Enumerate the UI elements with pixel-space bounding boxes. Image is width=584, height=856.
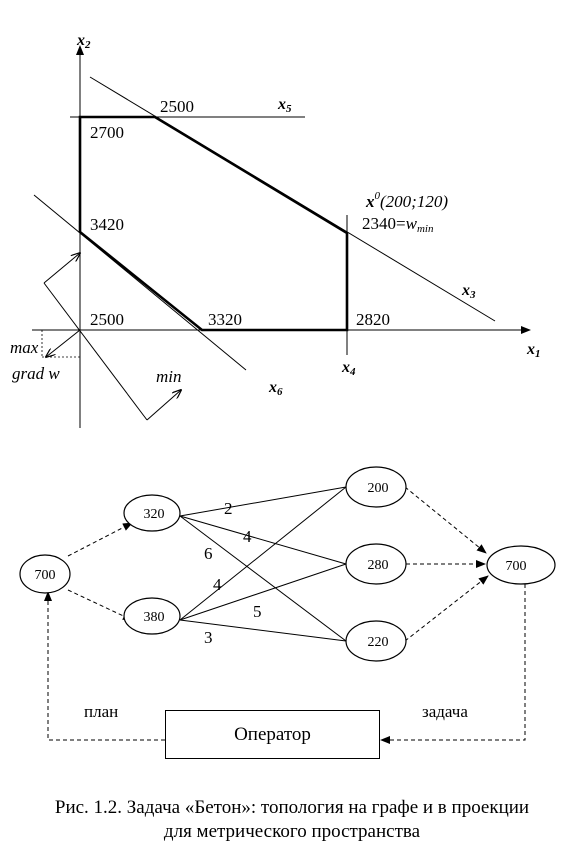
grad-arrow — [46, 329, 81, 357]
optimum-value-label: 2340=wmin — [362, 214, 434, 235]
dashed-edge-700-320 — [67, 522, 133, 557]
objective-line — [43, 282, 148, 421]
edge-320-280 — [179, 515, 347, 565]
transport-graph: 700 320 380 200 280 220 700 2 4 6 4 5 3 … — [19, 466, 556, 744]
edge-weight: 4 — [213, 575, 222, 594]
node-280-label: 280 — [368, 558, 389, 573]
node-280 — [345, 543, 407, 585]
node-sink-label: 700 — [506, 559, 527, 574]
figure-caption-line2: для метрического пространства — [164, 821, 421, 842]
value-3320: 3320 — [208, 310, 242, 329]
value-3420: 3420 — [90, 215, 124, 234]
node-200-label: 200 — [368, 481, 389, 496]
max-direction-arrow — [43, 253, 80, 284]
node-220 — [345, 620, 407, 662]
node-sink — [486, 545, 556, 585]
x3-label: x3 — [461, 282, 476, 301]
value-2820: 2820 — [356, 310, 390, 329]
feedback-sink-to-operator — [380, 584, 526, 744]
plan-label: план — [84, 702, 118, 721]
edge-380-200 — [179, 486, 347, 621]
min-label: min — [156, 367, 182, 386]
x1-axis-label: x1 — [526, 341, 541, 360]
x5-label: x5 — [277, 96, 292, 115]
x2-axis-label: x2 — [76, 32, 91, 51]
feasible-region-plot: x2 x1 x5 x3 x4 x6 2500 2700 3420 2500 33… — [10, 32, 541, 428]
value-2700: 2700 — [90, 123, 124, 142]
node-380-label: 380 — [144, 610, 165, 625]
optimum-point-label: x0(200;120) — [365, 190, 448, 211]
max-label: max — [10, 338, 39, 357]
edge-380-220 — [179, 619, 347, 642]
operator-box: Оператор — [165, 710, 380, 759]
grad-w-label: grad w — [12, 364, 60, 383]
operator-label: Оператор — [234, 723, 311, 745]
edge-320-220 — [179, 515, 347, 642]
node-source — [19, 554, 71, 594]
edge-weight: 6 — [204, 544, 213, 563]
dashed-edge-200-sink — [404, 486, 487, 554]
dashed-edge-700-380 — [67, 589, 133, 621]
edge-weight: 3 — [204, 628, 213, 647]
node-320 — [123, 494, 181, 532]
x6-label: x6 — [268, 379, 283, 398]
feedback-operator-to-source — [44, 591, 165, 741]
value-2500-top: 2500 — [160, 97, 194, 116]
edge-weight: 4 — [243, 527, 252, 546]
edge-weight: 5 — [253, 602, 262, 621]
node-380 — [123, 597, 181, 635]
x4-label: x4 — [341, 359, 356, 378]
min-direction-arrow — [146, 390, 181, 421]
task-label: задача — [422, 702, 468, 721]
node-220-label: 220 — [368, 635, 389, 650]
dashed-edge-220-sink — [404, 575, 489, 642]
figure-caption-line1: Рис. 1.2. Задача «Бетон»: топология на г… — [55, 797, 529, 818]
edge-weight: 2 — [224, 499, 233, 518]
node-320-label: 320 — [144, 507, 165, 522]
edge-380-280 — [179, 563, 347, 621]
feasible-polygon — [78, 115, 349, 332]
value-2500-origin: 2500 — [90, 310, 124, 329]
node-source-label: 700 — [35, 568, 56, 583]
edge-320-200 — [179, 486, 347, 517]
node-200 — [345, 466, 407, 508]
constraint-line-x6 — [33, 194, 247, 371]
